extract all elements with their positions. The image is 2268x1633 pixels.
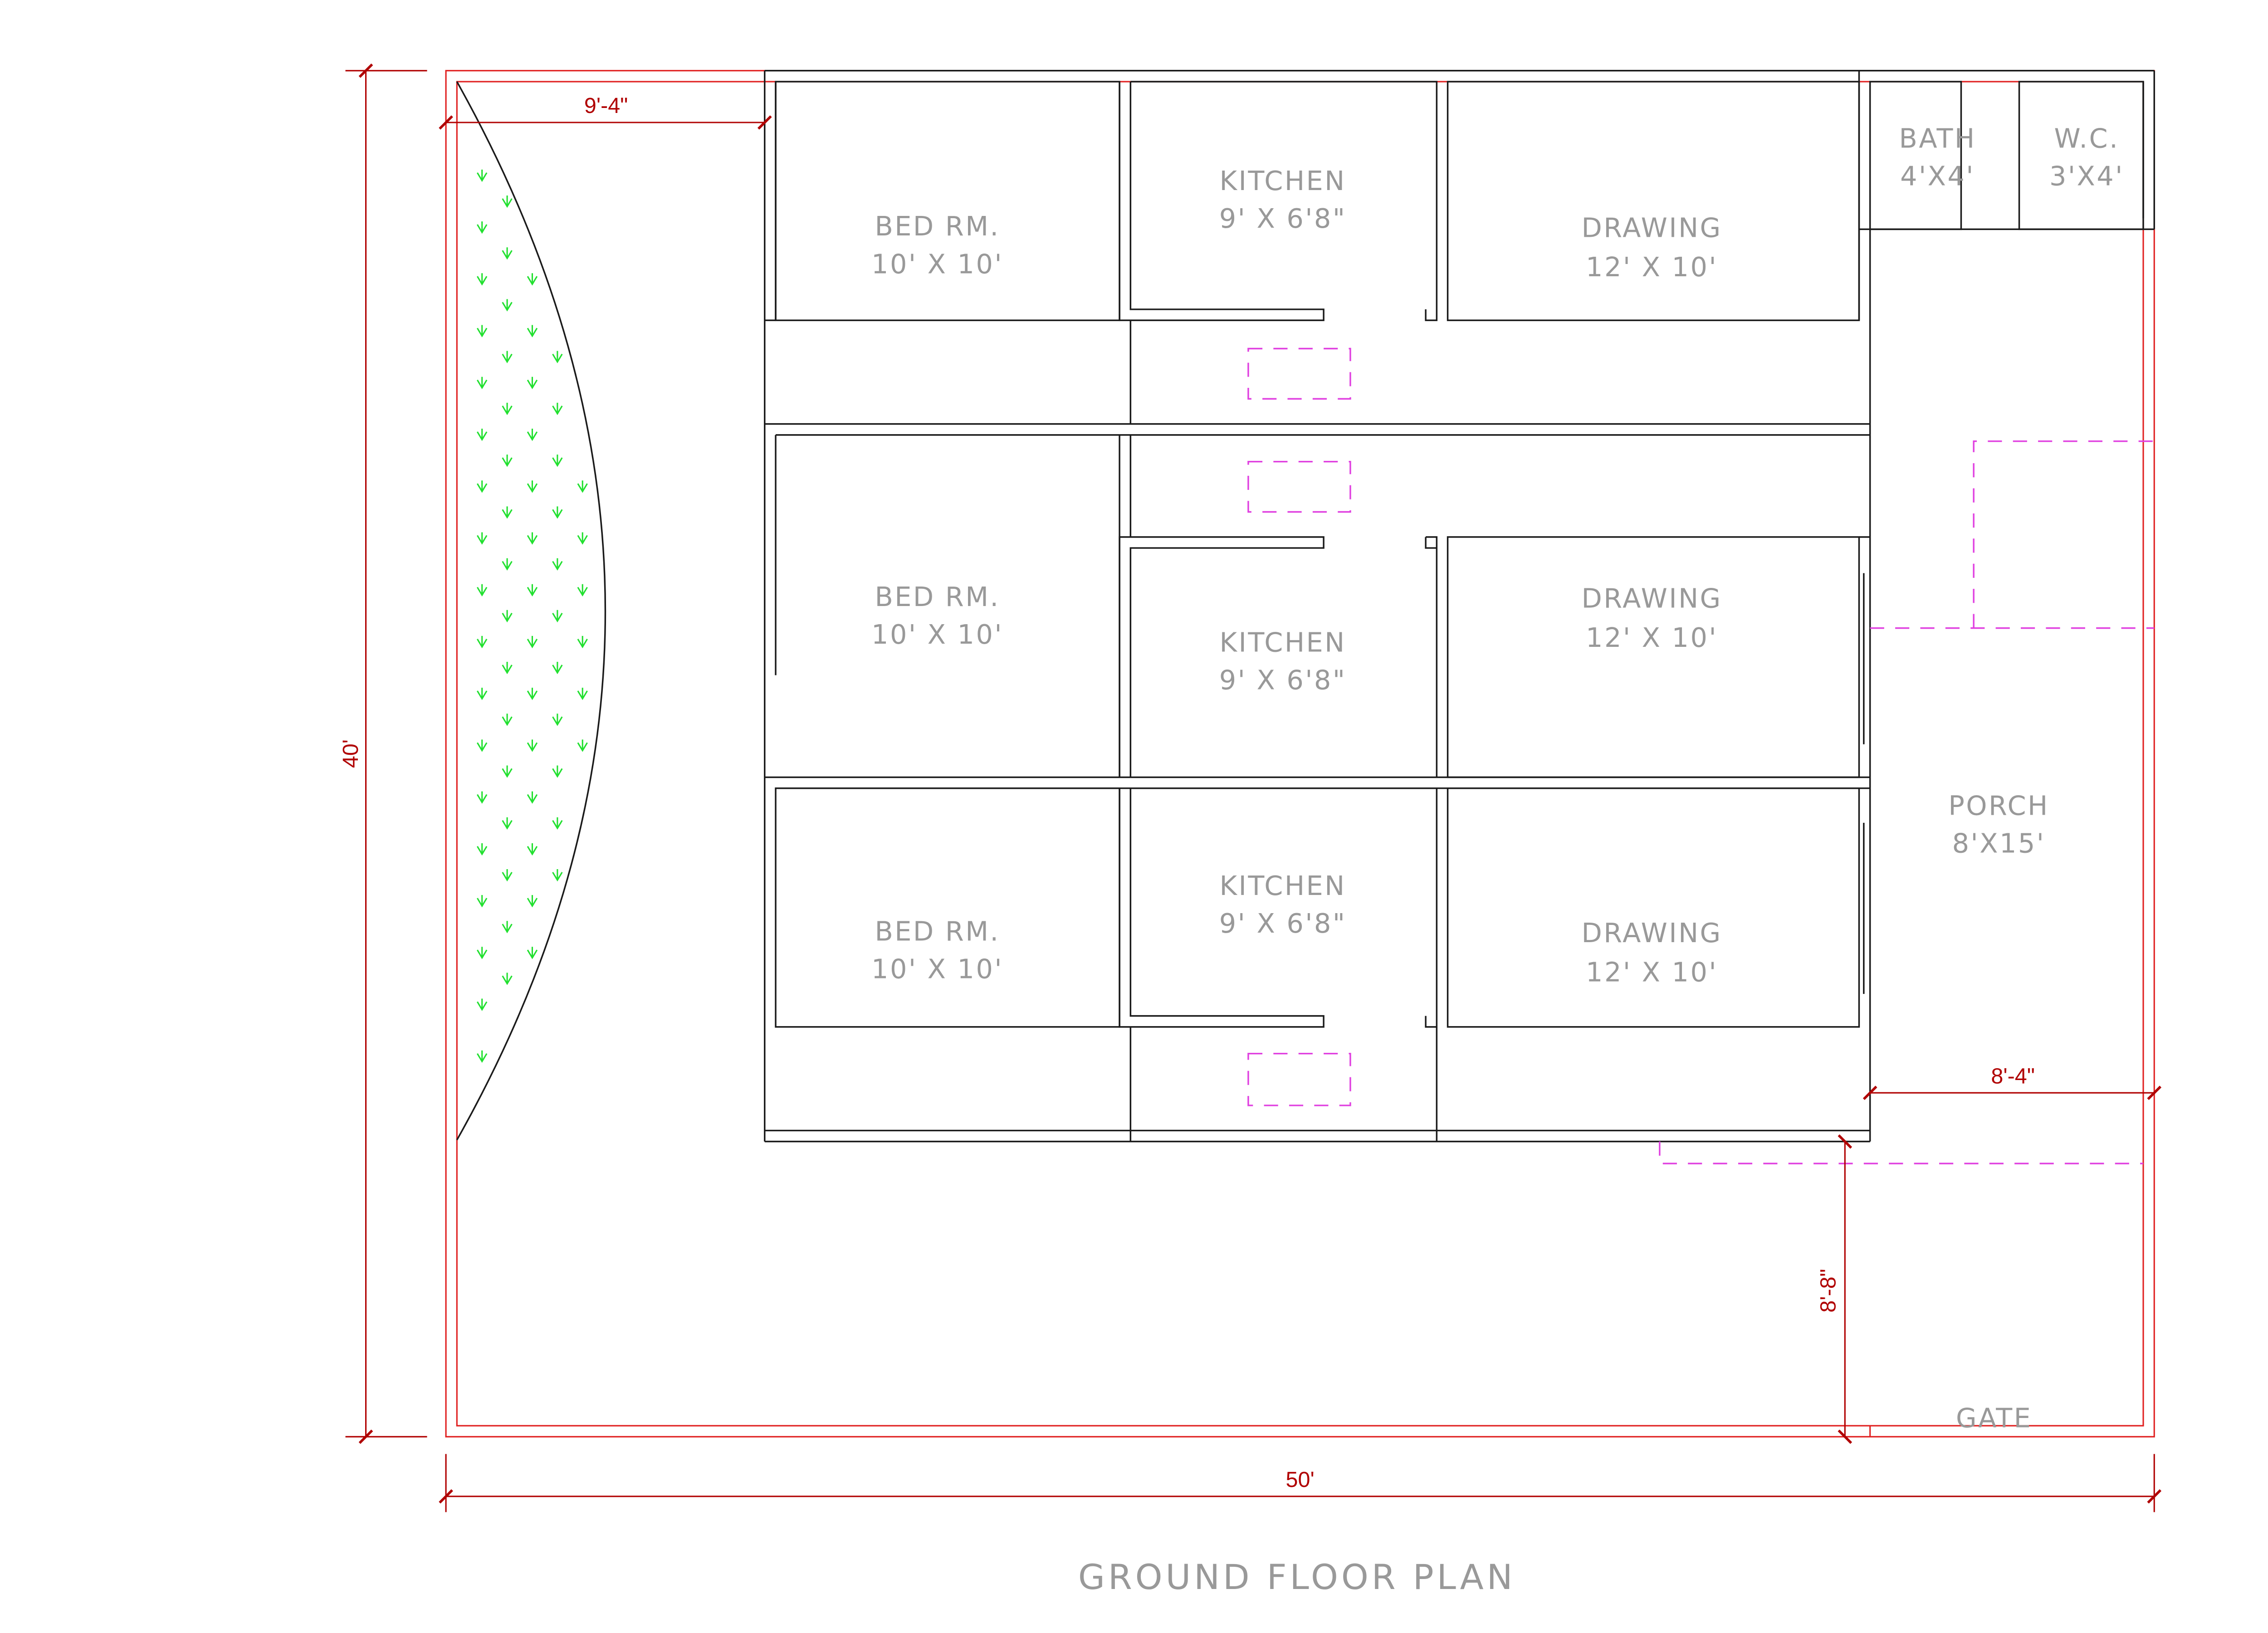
drawing-title: GROUND FLOOR PLAN xyxy=(1078,1557,1516,1597)
dim-garden-width: 9'-4" xyxy=(584,93,628,118)
room-labels: BED RM. 10' X 10' KITCHEN 9' X 6'8" DRAW… xyxy=(871,122,2124,1434)
room-kitchen-2-name: KITCHEN xyxy=(1220,627,1346,658)
room-drawing-2-size: 12' X 10' xyxy=(1586,622,1718,653)
plot-boundary xyxy=(445,70,2155,1437)
room-wc-name: W.C. xyxy=(2054,122,2120,154)
room-wc-size: 3'X4' xyxy=(2049,160,2124,191)
garden-lawn xyxy=(456,81,606,1140)
room-kitchen-1-size: 9' X 6'8" xyxy=(1219,203,1347,234)
room-bath-size: 4'X4' xyxy=(1900,160,1975,191)
dim-porch-width: 8'-4" xyxy=(1991,1064,2034,1088)
dim-plot-depth: 40' xyxy=(338,739,363,768)
dimension-lines xyxy=(345,63,2162,1512)
room-bed-3-name: BED RM. xyxy=(875,915,1000,947)
room-bed-3-size: 10' X 10' xyxy=(871,953,1003,985)
gate-label: GATE xyxy=(1956,1403,2032,1434)
room-kitchen-1-name: KITCHEN xyxy=(1220,165,1346,196)
room-kitchen-3-size: 9' X 6'8" xyxy=(1219,908,1347,939)
room-drawing-1-size: 12' X 10' xyxy=(1586,251,1718,283)
room-porch-name: PORCH xyxy=(1948,790,2049,821)
room-bed-1-name: BED RM. xyxy=(875,210,1000,242)
room-kitchen-3-name: KITCHEN xyxy=(1220,870,1346,901)
room-bed-2-size: 10' X 10' xyxy=(871,619,1003,650)
room-bath-name: BATH xyxy=(1899,122,1976,154)
room-drawing-3-name: DRAWING xyxy=(1581,917,1722,949)
building-walls xyxy=(764,70,2155,1143)
room-drawing-1-name: DRAWING xyxy=(1581,212,1722,244)
room-drawing-2-name: DRAWING xyxy=(1581,583,1722,614)
room-bed-1-size: 10' X 10' xyxy=(871,248,1003,279)
room-porch-size: 8'X15' xyxy=(1952,828,2046,859)
grass-symbols xyxy=(476,169,588,1063)
room-drawing-3-size: 12' X 10' xyxy=(1586,956,1718,988)
dim-plot-width: 50' xyxy=(1286,1467,1315,1492)
hidden-lines xyxy=(1247,347,2155,1164)
room-kitchen-2-size: 9' X 6'8" xyxy=(1219,665,1347,696)
dimension-labels: 9'-4" 50' 8'-4" 40' 8'-8" xyxy=(338,93,2035,1492)
dim-gate-setback: 8'-8" xyxy=(1816,1269,1841,1312)
room-bed-2-name: BED RM. xyxy=(875,581,1000,612)
